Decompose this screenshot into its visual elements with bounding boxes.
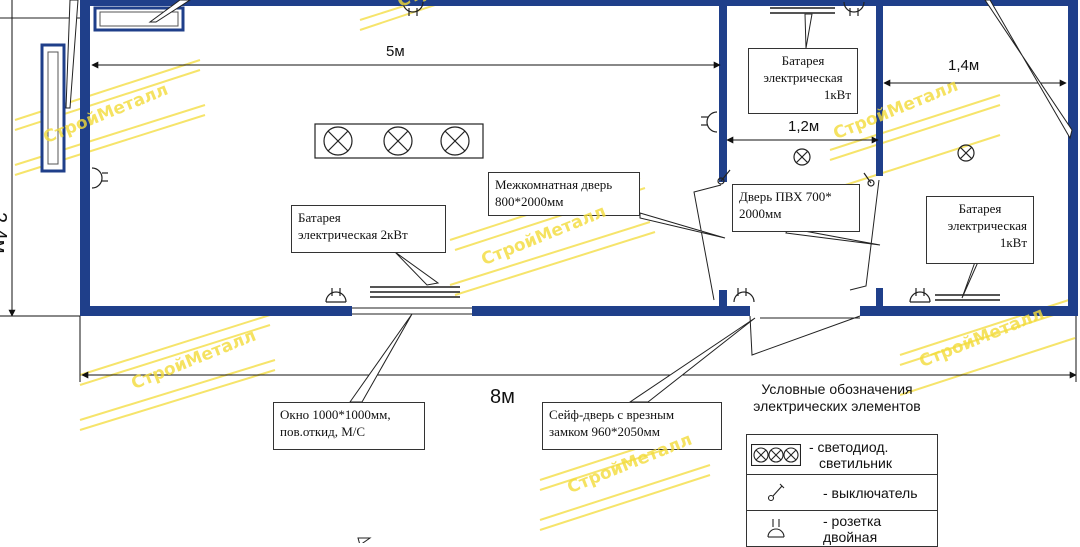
led-light-icon xyxy=(747,443,805,466)
callout-pvc-door: Дверь ПВХ 700* 2000мм xyxy=(732,184,860,232)
window-opening xyxy=(352,307,472,315)
dim-right-room-width: 1,4м xyxy=(948,57,980,74)
led-light-icon xyxy=(314,123,484,159)
dim-total-length: 8м xyxy=(490,386,515,408)
batteries xyxy=(370,7,1000,301)
legend-title: Условные обозначения электрических элеме… xyxy=(753,381,921,414)
callout-battery-main: Батарея электрическая 2кВт xyxy=(291,205,446,253)
walls xyxy=(80,0,1078,316)
ceiling-light-icon xyxy=(793,144,975,166)
double-socket-icon xyxy=(747,518,805,539)
watermark-stripes xyxy=(14,0,1076,531)
callout-battery-hall: Батарея электрическая 1кВт xyxy=(748,48,858,114)
switch-icon xyxy=(717,169,875,187)
dimension-lines xyxy=(0,0,1077,382)
callout-window: Окно 1000*1000мм, пов.откид, М/С xyxy=(273,402,425,450)
legend-row-socket: - розетка двойная xyxy=(747,511,937,547)
legend-row-led: - светодиод. светильник xyxy=(747,435,937,475)
dim-height: 2,4м xyxy=(0,212,10,254)
callout-interior-door: Межкомнатная дверь 800*2000мм xyxy=(488,172,640,216)
callout-safe-door: Сейф-дверь с врезным замком 960*2050мм xyxy=(542,402,722,450)
legend-label-socket: - розетка двойная xyxy=(823,512,882,545)
dim-hall-width: 1,2м xyxy=(788,118,820,135)
doors xyxy=(693,179,880,356)
switch-icon xyxy=(747,483,805,503)
legend-row-switch: - выключатель xyxy=(747,475,937,511)
legend-label-led: - светодиод. светильник xyxy=(809,438,892,471)
dim-room-length: 5м xyxy=(386,43,405,60)
callout-battery-right: Батарея электрическая 1кВт xyxy=(926,196,1034,264)
left-panel xyxy=(0,6,185,173)
legend-label-switch: - выключатель xyxy=(823,484,918,501)
legend: - светодиод. светильник - выключатель - … xyxy=(746,434,938,547)
double-socket-icon xyxy=(91,1,931,303)
